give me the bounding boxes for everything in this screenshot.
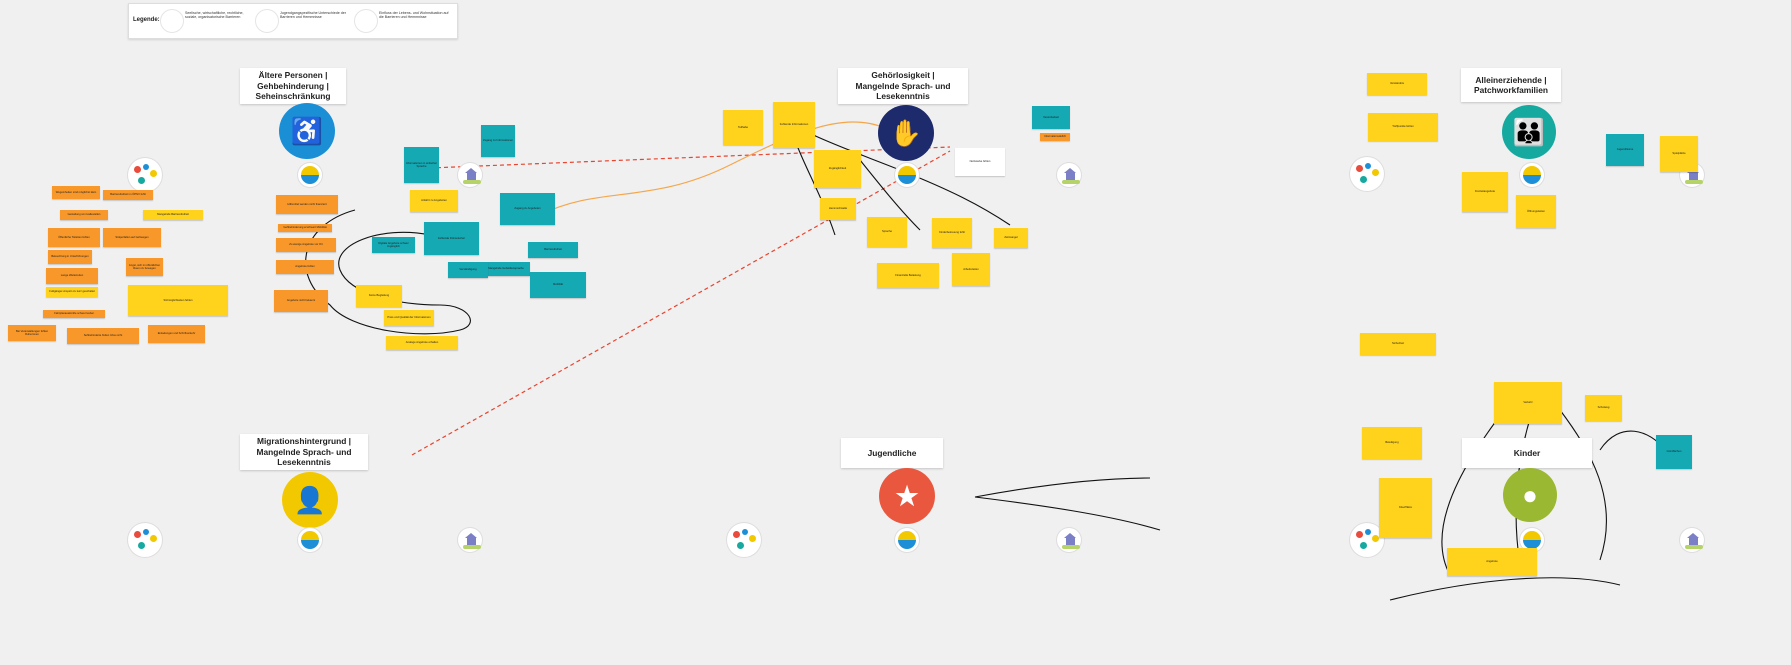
sticky-note[interactable]: Mangelnde Gebärdensprache — [482, 262, 530, 276]
sticky-note[interactable]: Grünflächen — [1656, 435, 1692, 469]
legend-icon-gender — [255, 9, 279, 33]
sticky-note[interactable]: Zeitmangel — [994, 228, 1028, 248]
sticky-note[interactable]: Angebote fehlen — [276, 260, 334, 274]
sticky-note[interactable]: Treffpunkte fehlen — [1368, 113, 1438, 141]
legend: Legende: Seelische, wirtschaftliche, rec… — [128, 3, 458, 39]
living-small-icon — [1057, 163, 1081, 187]
sticky-note[interactable]: Zu wenige Angebote vor Ort — [276, 238, 336, 252]
sticky-note[interactable]: Stolperfallen auf Gehwegen — [103, 228, 161, 247]
child-playground-icon: ● — [1503, 468, 1557, 522]
barriers-small-icon — [128, 523, 162, 557]
sticky-note[interactable]: Teilhabe — [723, 110, 763, 145]
sticky-note[interactable]: Bei Veranstaltungen fehlen Ruhezonen — [8, 325, 56, 341]
sign-language-icon: ✋ — [878, 105, 934, 161]
dashed-link-2 — [411, 150, 951, 456]
sticky-note[interactable]: Sicherheit — [1360, 333, 1436, 355]
sticky-note[interactable]: Schulweg — [1585, 395, 1622, 421]
sticky-note[interactable]: Keine Begleitung — [356, 285, 402, 307]
legend-icon-living — [354, 9, 378, 33]
sticky-note[interactable]: Analoge Angebote erhalten — [386, 336, 458, 350]
sticky-note[interactable]: Sehbehinderte finden Infos nicht — [67, 328, 139, 344]
sticky-note[interactable]: Angst, sich im öffentlichen Raum zu bewe… — [126, 258, 163, 276]
sticky-note[interactable]: Barrierefreiheit im ÖPNV fehlt — [103, 190, 153, 200]
living-small-icon — [458, 163, 482, 187]
sticky-note[interactable]: Vereinbarkeit — [1032, 106, 1070, 129]
sticky-note[interactable]: Spielplätze — [1660, 136, 1698, 172]
legend-title: Legende: — [133, 17, 160, 23]
sticky-note[interactable]: Jugendräume — [1606, 134, 1644, 166]
sticky-note[interactable]: Fahrplanauskünfte schwer lesbar — [43, 310, 105, 318]
sticky-note[interactable]: Hemmschwelle — [820, 198, 856, 220]
migrant-family-icon: 👤 — [282, 472, 338, 528]
sticky-note[interactable]: Informationsdefizit — [1040, 133, 1070, 141]
sticky-note[interactable]: Anfahrt zu Angeboten — [410, 190, 458, 212]
living-small-icon — [1680, 528, 1704, 552]
sticky-note[interactable]: Fehlende Dolmetscher — [424, 222, 479, 255]
category-youth[interactable]: Jugendliche — [841, 438, 943, 468]
sticky-note[interactable]: Freizeitangebote — [1462, 172, 1508, 212]
sticky-note[interactable]: Angebote — [1447, 548, 1537, 576]
barriers-small-icon — [128, 158, 162, 192]
category-migration[interactable]: Migrationshintergrund | Mangelnde Sprach… — [240, 434, 368, 470]
gender-small-icon — [895, 528, 919, 552]
sticky-note[interactable]: Zugang zu Informationen — [481, 125, 515, 157]
category-children[interactable]: Kinder — [1462, 438, 1592, 468]
sticky-note[interactable]: Gestaltung von Haltestellen — [60, 210, 108, 220]
gender-small-icon — [1520, 163, 1544, 187]
sticky-note[interactable]: Finanzielle Belastung — [877, 263, 939, 288]
living-small-icon — [458, 528, 482, 552]
living-small-icon — [1057, 528, 1081, 552]
sticky-note[interactable]: Zugänglichkeit — [814, 150, 861, 188]
sticky-note[interactable]: Einladungen und Schriftverkehr — [148, 325, 205, 343]
barriers-small-icon — [1350, 157, 1384, 191]
sticky-note[interactable]: Digitale Angebote schwer zugänglich — [372, 237, 415, 253]
sticky-note[interactable]: Mobilität — [530, 272, 586, 298]
sticky-note[interactable]: Sprache — [867, 217, 907, 247]
category-single-parents[interactable]: Alleinerziehende | Patchworkfamilien — [1461, 68, 1561, 102]
sticky-note[interactable]: Lange Wartezeiten — [46, 268, 98, 284]
barriers-small-icon — [1350, 523, 1384, 557]
sticky-note[interactable]: Gehbehinderung erschwert Mobilität — [278, 224, 332, 232]
category-deafness[interactable]: Gehörlosigkeit | Mangelnde Sprach- und L… — [838, 68, 968, 104]
sticky-note[interactable]: Wegeinheiten sind möglichst klein — [52, 186, 100, 199]
sticky-note[interactable]: Barrierefreiheit — [528, 242, 578, 258]
sticky-note[interactable]: Arbeitszeiten — [952, 253, 990, 286]
sticky-note[interactable]: Kita-Plätze — [1379, 478, 1432, 538]
sticky-note[interactable]: Öffentliche Toiletten fehlen — [48, 228, 100, 247]
barriers-small-icon — [727, 523, 761, 557]
legend-text-1: Seelische, wirtschaftliche, rechtliche, … — [185, 11, 244, 20]
sticky-note[interactable]: Hilfsmittel werden nicht finanziert — [276, 195, 338, 214]
sticky-note[interactable]: Angebote nicht bekannt — [274, 290, 328, 312]
family-icon: 👪 — [1502, 105, 1556, 159]
sticky-note[interactable]: Zugang zu Angeboten — [500, 193, 555, 225]
sticky-note[interactable]: Sitzmöglichkeiten fehlen — [128, 285, 228, 316]
gender-small-icon — [298, 163, 322, 187]
sticky-note[interactable]: Öffnungszeiten — [1516, 195, 1556, 228]
sticky-note[interactable]: Verständnis — [1367, 73, 1427, 95]
wheelchair-person-icon: ♿ — [279, 103, 335, 159]
sticky-note[interactable]: Mangelnde Barrierefreiheit — [143, 210, 203, 220]
sticky-note[interactable]: Verkehr — [1494, 382, 1562, 424]
black-lines-youth — [974, 477, 1161, 531]
sticky-note[interactable]: Beleuchtung in Unterführungen — [48, 250, 92, 264]
youth-group-icon: ★ — [879, 468, 935, 524]
sticky-note[interactable]: Netzwerke fehlen — [955, 148, 1005, 176]
legend-text-2: Jugendgangspezifische Unterschiede der B… — [280, 11, 346, 20]
legend-text-3: Einfluss der Lebens- und Wohnsituation a… — [379, 11, 449, 20]
sticky-note[interactable]: Beteiligung — [1362, 427, 1422, 459]
sticky-note[interactable]: Verständigung — [448, 262, 488, 278]
category-older-persons[interactable]: Ältere Personen | Gehbehinderung | Sehei… — [240, 68, 346, 104]
sticky-note[interactable]: Fehlende Informationen — [773, 102, 815, 148]
sticky-note[interactable]: Informationen in einfacher Sprache — [404, 147, 439, 183]
gender-small-icon — [298, 528, 322, 552]
sticky-note[interactable]: Preis und Qualität der Informationen — [384, 310, 434, 326]
sticky-note[interactable]: Fußgänger-Ampeln zu kurz geschaltet — [46, 287, 98, 297]
gender-small-icon — [895, 163, 919, 187]
legend-icon-barriers — [160, 9, 184, 33]
sticky-note[interactable]: Kinderbetreuung fehlt — [932, 218, 972, 248]
